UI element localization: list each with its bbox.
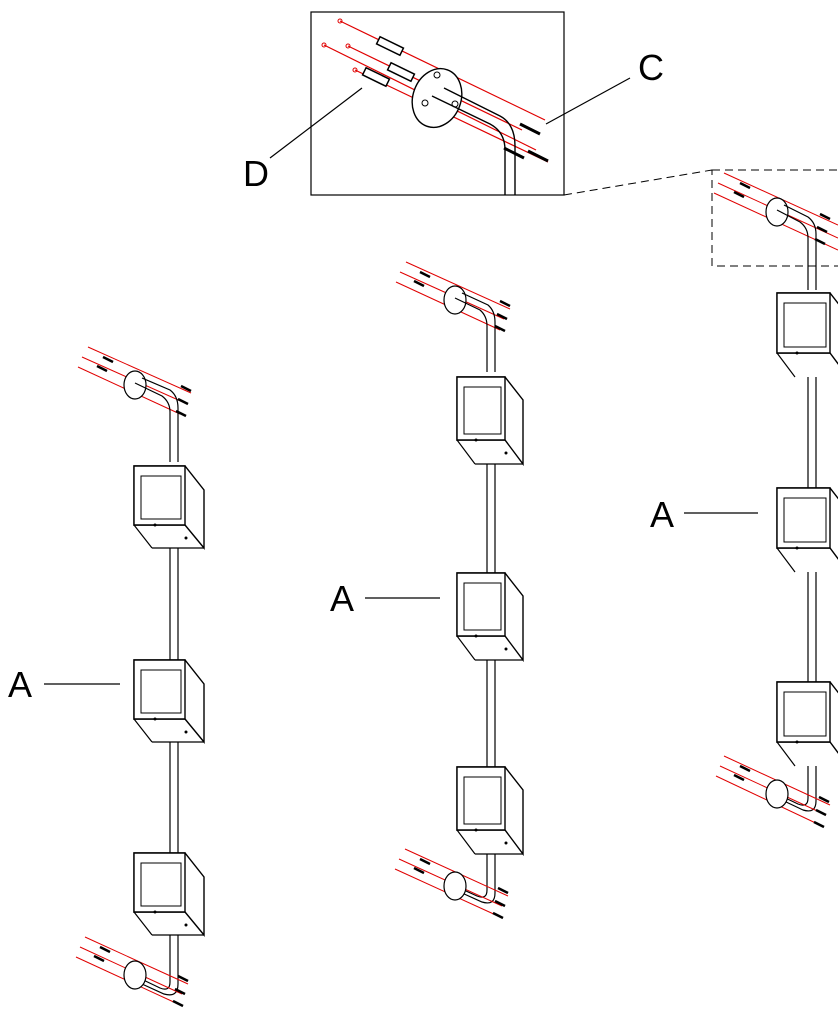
screws-bottom: [413, 857, 509, 920]
detail-hole-mark: [321, 42, 327, 48]
rail-tube-bottom: [776, 766, 817, 812]
wall-flange-bottom: [765, 779, 789, 809]
callout-d-label: D: [243, 153, 269, 194]
detail-flange-hole: [433, 71, 441, 79]
screws-bottom: [93, 945, 189, 1008]
shelf-frame: [776, 487, 838, 573]
wall-flange-top: [765, 197, 789, 227]
screws-top: [413, 270, 511, 333]
wall-flange-bottom: [123, 960, 147, 990]
rail-tube-top: [776, 204, 817, 290]
callout-c-label: C: [638, 47, 664, 88]
shelf-frame: [133, 852, 205, 937]
detail-flange-hole: [421, 99, 429, 107]
shelf-frame: [133, 659, 205, 744]
detail-wall-plugs: [361, 35, 416, 88]
rail-unit-right: A: [650, 169, 838, 829]
screws-bottom: [733, 764, 830, 829]
detail-rail-tube: [443, 87, 516, 195]
detail-zoom-area: [711, 169, 838, 267]
unit-middle-label: A: [330, 578, 354, 619]
rail-tube-top: [134, 377, 179, 462]
detail-inset: C D: [243, 11, 713, 196]
wall-flange-top: [123, 370, 147, 400]
shelf-frame: [456, 766, 524, 857]
screws-top: [96, 355, 192, 418]
detail-hole-mark: [352, 67, 358, 73]
unit-left-label: A: [8, 664, 32, 705]
rail-unit-left: A: [8, 346, 205, 1008]
shelf-frame: [456, 376, 524, 467]
wall-flange-top: [443, 285, 467, 315]
detail-hole-mark: [337, 18, 343, 24]
unit-right-label: A: [650, 494, 674, 535]
shelf-frame: [456, 572, 524, 663]
shelf-frame: [776, 681, 838, 767]
callout-c-leader: [545, 77, 631, 125]
wall-flange-bottom: [443, 871, 467, 901]
rail-unit-middle: A: [330, 261, 524, 920]
rail-tube-top: [454, 292, 496, 372]
callout-d-leader: [269, 87, 363, 159]
screws-top: [733, 181, 831, 246]
shelf-frame: [133, 465, 205, 550]
detail-screws: [503, 122, 549, 163]
detail-leader-line: [563, 169, 713, 196]
shelf-frame: [776, 292, 838, 378]
rail-tube-bottom: [134, 935, 179, 996]
detail-hole-mark: [345, 43, 351, 49]
